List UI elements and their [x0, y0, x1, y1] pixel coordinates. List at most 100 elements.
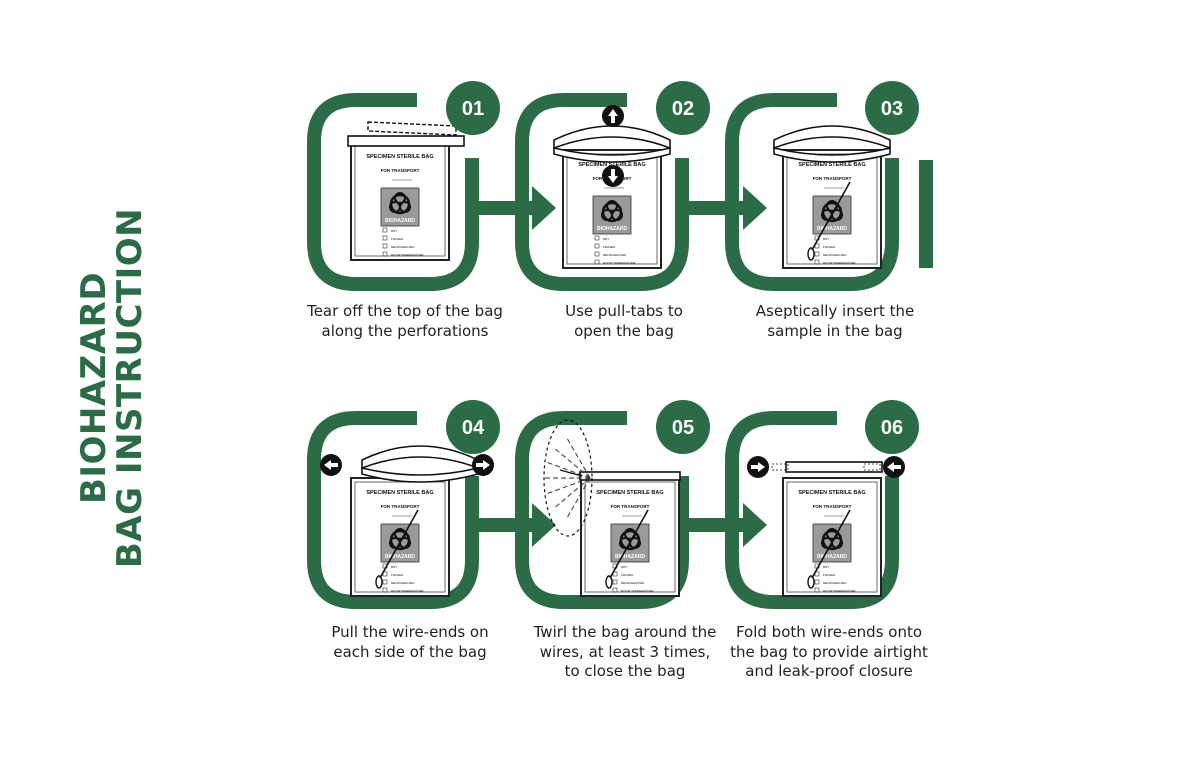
option-label: ROOM TEMPERATURE — [621, 589, 654, 593]
folded-top — [785, 461, 883, 473]
arrow-glyph — [887, 462, 901, 472]
direction-arrow-icon — [602, 105, 624, 127]
biohazard-label: BIOHAZARD — [385, 554, 415, 560]
option-label: REFRIGERATED — [823, 253, 847, 257]
bag-inner — [786, 481, 878, 593]
option-label: FROZEN — [621, 573, 633, 577]
option-checkbox — [382, 243, 388, 249]
option-label: REFRIGERATED — [391, 245, 415, 249]
torn-strip — [367, 121, 457, 136]
step-badge — [656, 81, 710, 135]
option-label: DRY — [603, 237, 609, 241]
biohazard-icon — [397, 201, 403, 207]
step-number: 05 — [672, 417, 694, 439]
bag-header-label: SPECIMEN STERILE BAG — [798, 490, 865, 496]
option-label: ROOM TEMPERATURE — [823, 589, 856, 593]
step-frame — [307, 93, 479, 291]
step-frames — [307, 93, 933, 609]
option-label: FROZEN — [391, 237, 403, 241]
wire-top-lower — [773, 146, 891, 163]
bag-header-label: SPECIMEN STERILE BAG — [578, 162, 645, 168]
option-label: ROOM TEMPERATURE — [391, 253, 424, 257]
bag-transport-label: FOR TRANSPORT — [813, 176, 852, 181]
option-checkbox — [382, 579, 388, 585]
caption-line: along the perforations — [321, 321, 489, 340]
bag-header-label: SPECIMEN STERILE BAG — [596, 490, 663, 496]
bag-illustrations: SPECIMEN STERILE BAG FOR TRANSPORT BIOHAZA… — [320, 105, 905, 597]
step-04-caption: Pull the wire-ends on each side of the b… — [300, 623, 520, 662]
caption-line: Fold both wire-ends onto — [735, 623, 923, 641]
arrow-glyph — [751, 462, 765, 472]
step-frame — [307, 411, 479, 609]
step-05-caption: Twirl the bag around the wires, at least… — [515, 623, 735, 682]
bag-transport-label: FOR TRANSPORT — [381, 504, 420, 509]
option-checkbox — [594, 235, 600, 241]
option-label: REFRIGERATED — [823, 581, 847, 585]
step-badge — [865, 400, 919, 454]
option-label: ROOM TEMPERATURE — [391, 589, 424, 593]
direction-arrow-icon — [320, 454, 342, 476]
biohazard-label: BIOHAZARD — [597, 226, 627, 232]
caption-line: and leak-proof closure — [745, 662, 913, 680]
option-label: DRY — [391, 565, 397, 569]
biohazard-bag: SPECIMEN STERILE BAG FOR TRANSPORT BIOHAZA… — [782, 149, 882, 269]
option-label: DRY — [823, 565, 829, 569]
caption-line: Aseptically insert the — [755, 302, 915, 320]
biohazard-icon — [609, 209, 615, 215]
option-checkbox — [594, 251, 600, 257]
option-checkbox — [814, 587, 820, 593]
step-number: 04 — [462, 417, 485, 439]
bag-transport-label: FOR TRANSPORT — [381, 168, 420, 173]
option-checkbox — [382, 227, 388, 233]
biohazard-label: BIOHAZARD — [385, 218, 415, 224]
option-checkbox — [612, 587, 618, 593]
bag-inner — [566, 153, 658, 265]
swab-tip — [807, 575, 815, 589]
bag-header-label: SPECIMEN STERILE BAG — [366, 490, 433, 496]
swab-stick — [379, 509, 419, 579]
step-06-caption: Fold both wire-ends onto the bag to prov… — [719, 623, 939, 682]
step-number: 02 — [672, 98, 694, 120]
bag-top-strip — [347, 135, 465, 147]
caption-line: Pull the wire-ends on — [331, 623, 489, 641]
folded-wire-right — [863, 463, 881, 471]
step-frame — [515, 93, 689, 291]
biohazard-bag: SPECIMEN STERILE BAG FOR TRANSPORT BIOHAZA… — [350, 477, 450, 597]
folded-wire-left — [771, 463, 789, 471]
step-01-caption: Tear off the top of the bag along the pe… — [295, 302, 515, 341]
bag-header-label: SPECIMEN STERILE BAG — [798, 162, 865, 168]
arrow-glyph — [608, 109, 618, 123]
option-checkbox — [814, 579, 820, 585]
step-03-caption: Aseptically insert the sample in the bag — [725, 302, 945, 341]
swab-stick — [811, 181, 851, 251]
biohazard-label: BIOHAZARD — [817, 226, 847, 232]
caption-line: Twirl the bag around the — [533, 623, 717, 641]
wire-top-strip — [579, 471, 681, 481]
option-label: FROZEN — [823, 573, 835, 577]
option-label: REFRIGERATED — [391, 581, 415, 585]
bag-closure-wire — [553, 125, 671, 163]
option-checkbox — [382, 235, 388, 241]
option-checkbox — [814, 259, 820, 265]
option-checkbox — [814, 251, 820, 257]
option-checkbox — [612, 579, 618, 585]
connector-arrow — [532, 186, 556, 230]
caption-line: sample in the bag — [767, 321, 903, 340]
direction-arrow-icon — [472, 454, 494, 476]
caption-line: Tear off the top of the bag — [307, 302, 503, 320]
connector-arrow — [743, 503, 767, 547]
step-badge — [446, 400, 500, 454]
swab-tip — [807, 247, 815, 261]
step-frame — [725, 411, 899, 609]
direction-arrow-icon — [602, 165, 624, 187]
option-label: DRY — [391, 229, 397, 233]
caption-line: Use pull-tabs to — [565, 302, 683, 320]
option-label: ROOM TEMPERATURE — [603, 261, 636, 265]
step-number: 01 — [462, 98, 484, 120]
step-frame — [725, 93, 899, 291]
bag-transport-label: FOR TRANSPORT — [611, 504, 650, 509]
